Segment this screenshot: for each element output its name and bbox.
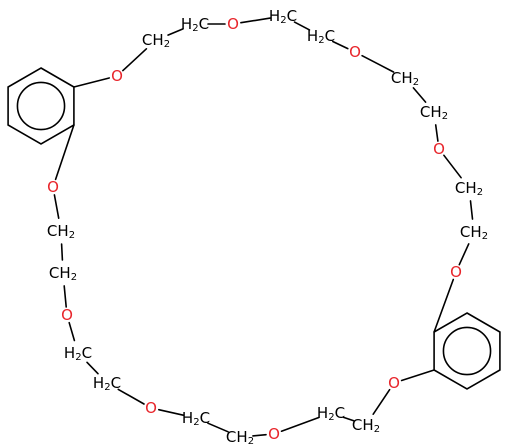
bond-c6-o4 xyxy=(434,124,439,142)
oxygen-atom-label: O xyxy=(145,399,157,417)
methylene-atom-label: H2C xyxy=(307,27,335,46)
bond-c14-o9 xyxy=(68,321,76,342)
methylene-atom-label: CH2 xyxy=(455,179,483,198)
bond-o5-ringR1 xyxy=(433,278,455,333)
bond-c3-c4 xyxy=(293,21,311,31)
bond-c9-o7 xyxy=(280,416,320,433)
bond-c1-c2 xyxy=(167,28,184,36)
bond-o8-c13 xyxy=(117,388,145,405)
benzene-ring-right-aromatic-circle xyxy=(442,326,492,376)
bond-c5-c6 xyxy=(412,87,427,103)
bond-o4-c7 xyxy=(443,154,462,179)
bond-c8-o5 xyxy=(458,243,470,266)
oxygen-atom-label: O xyxy=(433,140,445,158)
bond-o6-c10 xyxy=(372,388,391,416)
bond-o1-c1 xyxy=(122,47,148,72)
bond-o3-c5 xyxy=(361,54,395,73)
oxygen-atom-label: O xyxy=(268,425,280,443)
oxygen-atom-label: O xyxy=(450,263,462,281)
methylene-atom-label: CH2 xyxy=(391,69,419,88)
methylene-atom-label: H2C xyxy=(317,404,345,423)
methylene-atom-label: H2C xyxy=(64,344,92,363)
oxygen-atom-label: O xyxy=(111,67,123,85)
bond-c4-o3 xyxy=(331,40,349,50)
methylene-atom-label: CH2 xyxy=(460,223,488,242)
bond-o9-c15 xyxy=(63,285,67,308)
bond-ringL1-o1 xyxy=(73,77,110,88)
oxygen-atom-label: O xyxy=(388,374,400,392)
oxygen-atom-label: O xyxy=(47,178,59,196)
oxygen-atom-label: O xyxy=(227,15,239,33)
methylene-atom-label: CH2 xyxy=(142,31,170,50)
bond-o2-c3 xyxy=(240,17,272,24)
bond-c10-c9 xyxy=(342,416,355,422)
methylene-atom-label: H2C xyxy=(181,15,209,34)
methylene-atom-label: H2C xyxy=(93,374,121,393)
bond-ringR2-o6 xyxy=(400,369,435,382)
methylene-atom-label: H2C xyxy=(269,7,297,26)
methylene-atom-label: CH2 xyxy=(420,103,448,122)
bond-c13-c14 xyxy=(86,361,99,375)
oxygen-atom-label: O xyxy=(349,43,361,61)
benzene-ring-left xyxy=(7,67,75,145)
benzene-ring-left-aromatic-circle xyxy=(16,81,66,131)
methylene-atom-label: CH2 xyxy=(47,222,75,241)
methylene-atom-label: CH2 xyxy=(49,264,77,283)
bond-c15-c16 xyxy=(60,243,64,261)
bond-c16-o10 xyxy=(53,194,60,219)
methylene-atom-label: CH2 xyxy=(352,416,380,435)
oxygen-atom-label: O xyxy=(61,306,73,324)
bond-o7-c11 xyxy=(252,433,267,437)
bond-c11-c12 xyxy=(207,422,229,433)
methylene-atom-label: H2C xyxy=(182,409,210,428)
bond-c12-o8 xyxy=(158,408,185,417)
bond-o10-ringL2 xyxy=(54,124,75,181)
benzene-ring-right xyxy=(433,312,501,390)
methylene-atom-label: CH2 xyxy=(226,428,254,446)
bond-c7-c8 xyxy=(469,200,474,220)
